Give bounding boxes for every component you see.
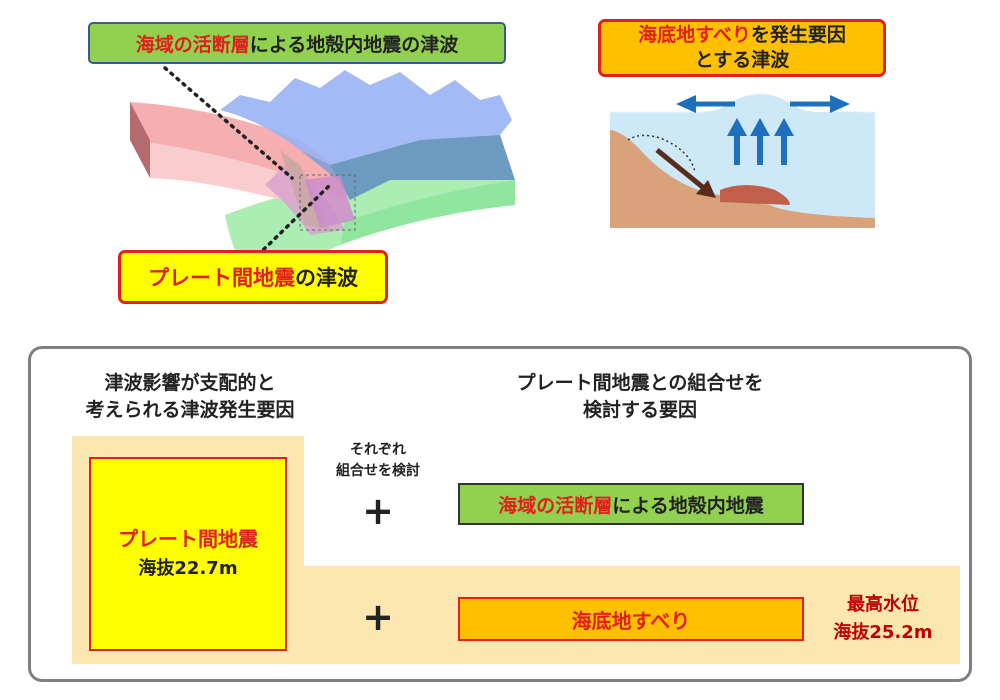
label-active-fault-rest: による地殻内地震の津波 (249, 33, 459, 56)
factor-fault-red: 海域の活断層 (498, 494, 613, 517)
up-arrows-icon (727, 118, 794, 165)
label-landslide: 海底地すべりを発生要因 とする津波 (598, 19, 886, 77)
wave-bump (700, 94, 820, 112)
seabed-slope (610, 130, 875, 228)
combine-note-line2: 組合せを検討 (336, 463, 420, 479)
heading-dominant-line2: 考えられる津波発生要因 (85, 399, 295, 421)
heading-combination-line1: プレート間地震との組合せを (516, 372, 764, 394)
heading-dominant-factor: 津波影響が支配的と 考えられる津波発生要因 (40, 368, 340, 426)
left-arrow-icon (676, 95, 735, 113)
label-landslide-rest: を発生要因 (750, 24, 846, 46)
combine-note-line1: それぞれ (350, 442, 406, 458)
plate-box-height: 海抜22.7m (138, 558, 238, 579)
plus-sign-landslide: + (362, 595, 394, 639)
label-landslide-red: 海底地すべり (638, 24, 751, 46)
label-active-fault: 海域の活断層による地殻内地震の津波 (88, 22, 506, 64)
heading-dominant-line1: 津波影響が支配的と (104, 372, 276, 394)
label-plate-tsunami: プレート間地震の津波 (118, 250, 388, 304)
subducting-plate (130, 102, 345, 200)
label-active-fault-red: 海域の活断層 (135, 33, 250, 56)
label-plate-red: プレート間地震 (148, 266, 295, 290)
label-landslide-line2: とする津波 (694, 49, 790, 71)
plate-box-title: プレート間地震 (118, 527, 258, 551)
factor-active-fault-box: 海域の活断層による地殻内地震 (458, 483, 804, 525)
landslide-deposit (720, 185, 790, 205)
factor-landslide-text: 海底地すべり (571, 608, 691, 633)
combine-note: それぞれ 組合せを検討 (316, 438, 440, 484)
max-level-height: 海抜25.2m (833, 622, 933, 643)
max-level-title: 最高水位 (847, 594, 919, 615)
factor-landslide-box: 海底地すべり (458, 597, 804, 641)
label-plate-rest: の津波 (295, 266, 358, 290)
plus-sign-fault: + (362, 489, 394, 533)
right-arrow-icon (790, 95, 850, 113)
plate-earthquake-box: プレート間地震 海抜22.7m (89, 457, 287, 651)
slide-path (627, 134, 696, 173)
overriding-plate (220, 70, 512, 165)
heading-combination-factor: プレート間地震との組合せを 検討する要因 (470, 368, 810, 426)
factor-fault-rest: による地殻内地震 (612, 494, 764, 517)
max-water-level: 最高水位 海抜25.2m (818, 590, 948, 648)
heading-combination-line2: 検討する要因 (582, 399, 697, 421)
